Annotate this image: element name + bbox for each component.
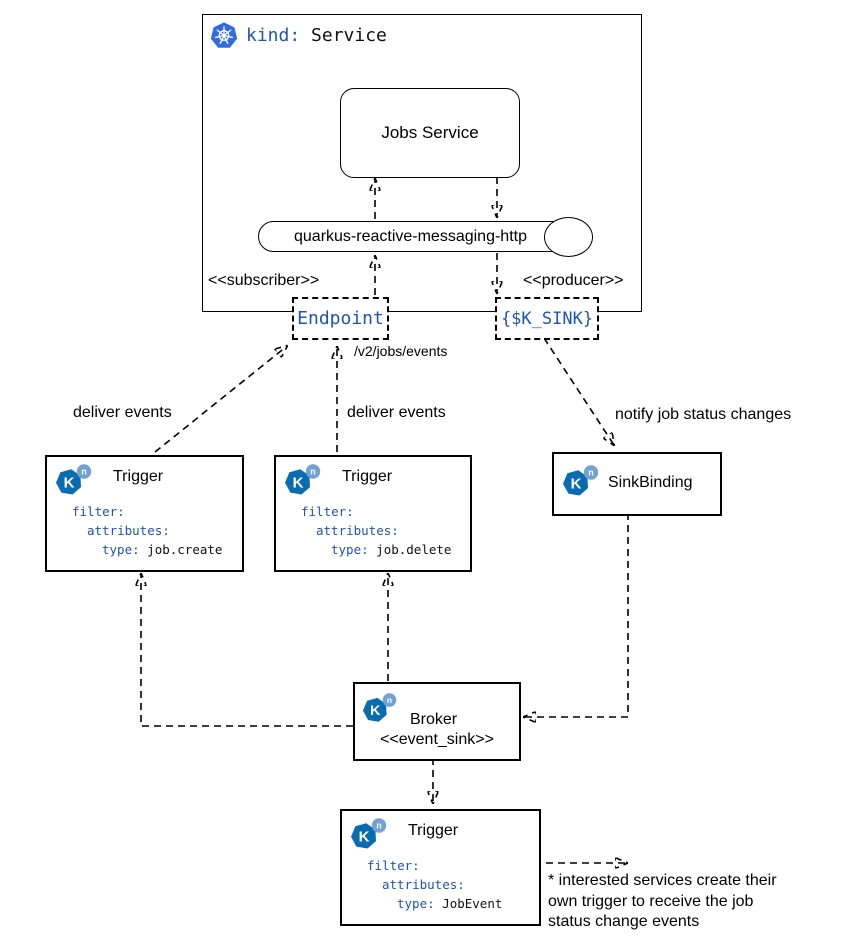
trigger-type-key: type: [102,542,140,557]
knative-icon: K n [285,464,321,495]
trigger-type-line: type: JobEvent [397,896,502,911]
trigger-jobevent-node: K n Trigger filter: attributes: type: Jo… [340,809,541,926]
kind-key: kind: [246,25,312,46]
kind-value: Service [311,25,387,46]
trigger-type-key: type: [331,542,369,557]
ksink-label: {$K_SINK} [500,308,594,329]
svg-text:n: n [588,468,594,478]
broker-title: Broker [410,711,458,728]
trigger-type-key: type: [397,896,435,911]
note-line: own trigger to receive the job [548,892,754,910]
svg-text:K: K [359,829,370,846]
trigger-title: Trigger [113,468,164,485]
note-line: status change events [548,913,700,930]
edge-broker-to-trigger-create [141,574,353,727]
trigger-attributes-line: attributes: [87,523,170,538]
svg-text:n: n [310,467,316,477]
trigger-filter-line: filter: [367,858,420,873]
jobs-service-node: Jobs Service [340,88,520,178]
deliver-events-label-left: deliver events [71,404,174,422]
deliver-events-label-mid: deliver events [345,404,448,422]
sinkbinding-title: SinkBinding [608,474,693,491]
knative-icon: K n [362,693,397,722]
trigger-attributes-line: attributes: [316,523,399,538]
producer-stereotype: <<producer>> [521,272,626,290]
sinkbinding-node: K n SinkBinding [552,452,722,516]
knative-icon: K n [56,464,92,495]
svg-text:K: K [64,475,75,492]
svg-text:n: n [376,821,382,831]
events-path-label: /v2/jobs/events [352,343,450,359]
svg-text:n: n [387,695,392,705]
subscriber-stereotype: <<subscriber>> [206,272,322,290]
connector-port-ellipse [544,217,593,257]
svg-text:K: K [370,703,381,719]
svg-text:K: K [293,475,304,492]
trigger-attributes-line: attributes: [382,877,465,892]
kubernetes-icon [210,22,238,48]
broker-stereotype: <<event_sink>> [380,731,494,748]
svg-text:K: K [571,476,582,493]
trigger-type-value: JobEvent [434,896,503,911]
trigger-type-value: job.delete [368,542,452,557]
messaging-connector-label: quarkus-reactive-messaging-http [294,227,527,245]
endpoint-box: Endpoint [292,297,389,340]
knative-icon: K n [351,818,387,849]
edge-trigger-create-to-endpoint [154,346,287,453]
trigger-title: Trigger [408,822,459,839]
broker-node: K n Broker <<event_sink>> [353,682,521,761]
svg-text:n: n [81,467,87,477]
messaging-connector-node: quarkus-reactive-messaging-http [258,221,589,252]
trigger-type-line: type: job.delete [331,542,451,557]
trigger-type-value: job.create [139,542,223,557]
trigger-filter-line: filter: [301,504,354,519]
notify-status-label: notify job status changes [613,406,794,424]
knative-icon: K n [563,465,599,496]
edge-sinkbinding-to-broker [524,513,629,717]
note-text: * interested services create their own t… [548,871,777,933]
edge-ksink-to-sinkbinding [543,337,614,445]
endpoint-label: Endpoint [297,308,384,329]
trigger-type-line: type: job.create [102,542,222,557]
ksink-box: {$K_SINK} [495,297,599,340]
jobs-service-label: Jobs Service [381,123,479,142]
service-kind-label: kind: Service [246,25,387,46]
note-line: * interested services create their [548,872,777,889]
trigger-filter-line: filter: [72,504,125,519]
trigger-delete-node: K n Trigger filter: attributes: type: jo… [274,455,472,572]
trigger-create-node: K n Trigger filter: attributes: type: jo… [45,455,244,572]
trigger-title: Trigger [342,468,393,485]
